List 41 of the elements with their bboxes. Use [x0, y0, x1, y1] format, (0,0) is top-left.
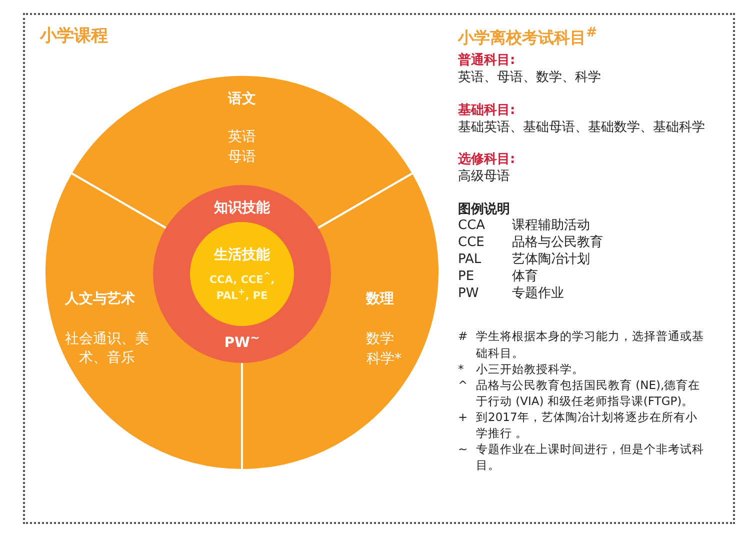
core-heading: 生活技能 [214, 246, 270, 264]
subject-list: 高级母语 [458, 168, 720, 186]
footnote-text: 小三开始教授科学。 [476, 360, 585, 377]
footnote-text: 学生将根据本身的学习能力，选择普通或基础科目。 [476, 328, 705, 361]
title: 小学课程 [40, 25, 108, 47]
footnote-mark: + [458, 408, 469, 426]
subject-text: 英语 [228, 128, 256, 147]
abbreviation: CCA [458, 218, 486, 235]
abbreviation: PE [458, 268, 476, 286]
category-heading: 基础科目: [458, 102, 516, 119]
footnote-text: 品格与公民教育包括国民教育 (NE),德育在于行动 (VIA) 和级任老师指导课(FTGP)。 [476, 376, 702, 409]
footnote-mark: ^ [458, 376, 469, 394]
abbreviation-meaning: 专题作业 [512, 286, 565, 302]
footnote-mark: ~ [458, 441, 469, 458]
footnote-text: 到2017年，艺体陶冶计划将逐步在所有小学推行 。 [476, 408, 698, 442]
section-heading: 小学离校考试科目$^{#}$ [458, 26, 598, 50]
sector-heading: 数理 [366, 290, 394, 309]
category-heading: 选修科目: [458, 151, 516, 168]
abbreviation: PW [458, 286, 480, 302]
footnote-text: 专题作业在上课时间进行，但是个非考试科目。 [476, 441, 705, 474]
footnote-mark: * [458, 360, 465, 377]
subject-text: 社会通识、美术、音乐 [65, 330, 149, 368]
abbreviation-meaning: 品格与公民教育 [512, 234, 603, 252]
abbreviation-meaning: 体育 [512, 268, 539, 286]
category-heading: 普通科目: [458, 52, 516, 70]
sector-heading: 人文与艺术 [65, 290, 135, 309]
ring-label: PW$^{~}$ [223, 330, 261, 351]
subject-text: 数学 [366, 330, 394, 349]
sector-heading: 语文 [228, 90, 256, 109]
core-text: CCA, CCE$^{^}$, PAL$^{+}$, PE [208, 272, 276, 302]
abbreviation: CCE [458, 234, 486, 252]
abbreviation-meaning: 课程辅助活动 [512, 218, 590, 235]
subject-list: 基础英语、基础母语、基础数学、基础科学 [458, 118, 720, 136]
abbreviation: PAL [458, 252, 482, 269]
subject-text: 母语 [228, 148, 256, 167]
subject-text: 科学* [366, 350, 402, 369]
abbreviation-meaning: 艺体陶冶计划 [512, 252, 591, 268]
footnote-mark: # [458, 328, 469, 346]
ring-label: 知识技能 [213, 199, 271, 217]
subject-list: 英语、母语、数学、科学 [458, 69, 720, 87]
legend-heading: 图例说明 [458, 200, 511, 218]
